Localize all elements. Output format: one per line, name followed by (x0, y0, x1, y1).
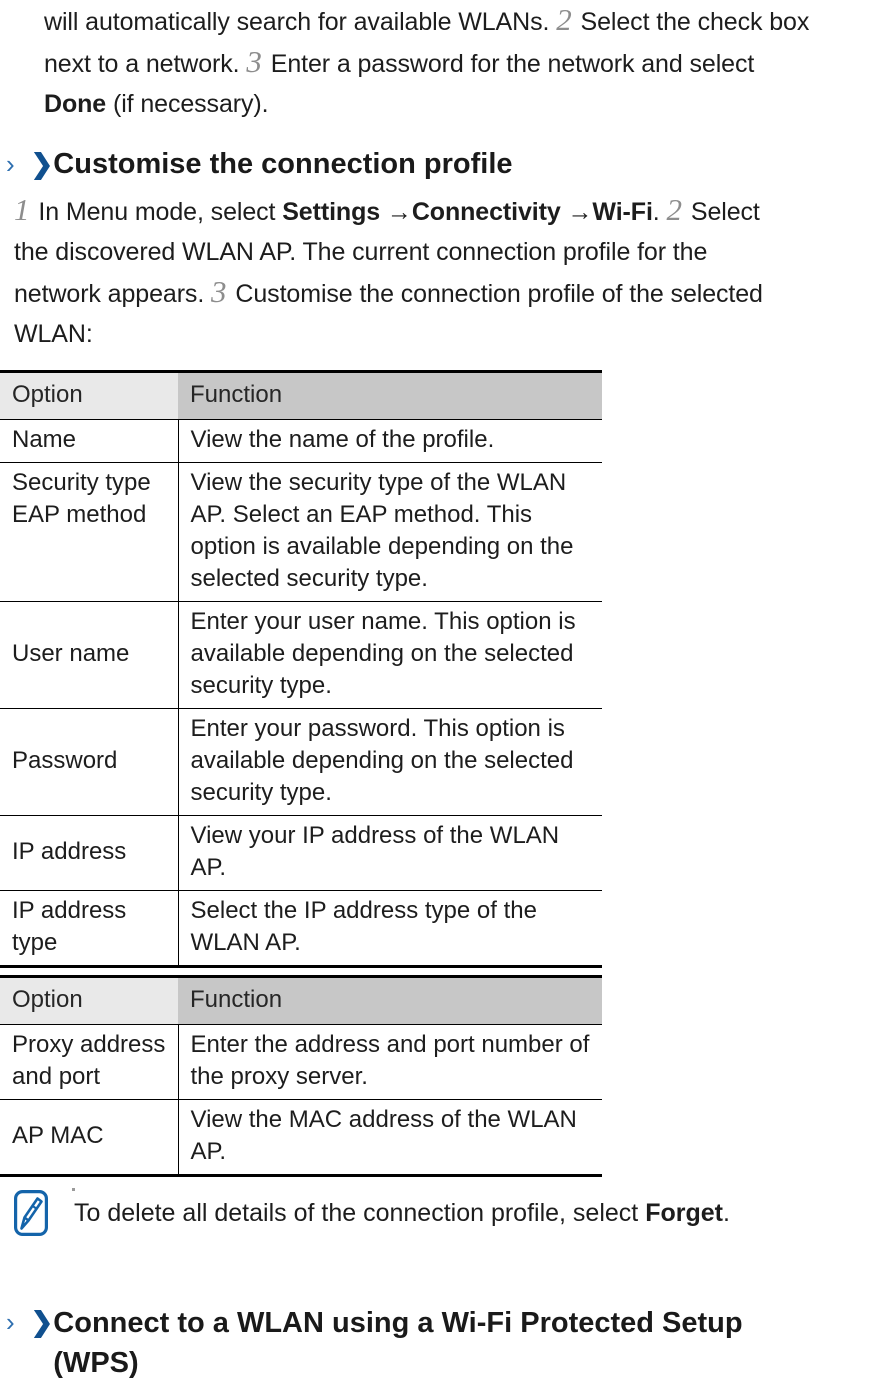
table-2-row-1-function: View the MAC address of the WLAN AP. (178, 1099, 602, 1177)
chevron-right-light-icon: › (6, 1307, 15, 1337)
table-1-header-option: Option (0, 370, 178, 420)
table-2-row-1-option: AP MAC (0, 1099, 179, 1177)
table-2-row-0-function: Enter the address and port number of the… (178, 1024, 602, 1100)
section-heading-label: Customise the connection profile (53, 148, 513, 180)
customise-line-1-text: In Menu mode, select (38, 198, 276, 226)
table-row: Proxy address and port Enter the address… (0, 1024, 602, 1100)
arrow-right-icon-1: → (386, 198, 412, 226)
connection-profile-options-table-1: Option Function Name View the name of th… (0, 370, 602, 968)
customise-line-1: 1 In Menu mode, select Settings →Connect… (14, 190, 874, 232)
intro-paragraph: will automatically search for available … (44, 0, 887, 124)
table-1-row-4-option: IP address (0, 815, 179, 891)
section-heading-customise-connection-profile: › ❯ Customise the connection profile (6, 145, 866, 183)
table-1-row-1-option: Security type EAP method (0, 462, 179, 602)
customise-line-3-text-a: network appears. (14, 280, 205, 308)
arrow-right-icon-2: → (567, 198, 593, 226)
table-row: Name View the name of the profile. (0, 419, 602, 463)
table-1-row-4-function: View your IP address of the WLAN AP. (178, 815, 602, 891)
wps-heading-line-1: Connect to a WLAN using a Wi-Fi Protecte… (53, 1307, 743, 1339)
intro-line-2-text-b: Enter a password for the network and sel… (270, 50, 755, 78)
section-heading-connect-wlan-wps: › ❯ Connect to a WLAN using a Wi-Fi Prot… (6, 1303, 886, 1383)
step-number-3: 3 (246, 44, 262, 79)
intro-line-1: will automatically search for available … (44, 0, 887, 42)
note-pen-icon (14, 1190, 48, 1236)
table-row: Password Enter your password. This optio… (0, 708, 602, 816)
table-1-row-3-function: Enter your password. This option is avai… (178, 708, 602, 816)
done-keyword: Done (44, 90, 107, 118)
customise-line-4: WLAN: (14, 320, 93, 348)
table-1-row-3-option: Password (0, 708, 179, 816)
table-1-header-function: Function (178, 370, 602, 420)
table-row: IP address type Select the IP address ty… (0, 890, 602, 968)
table-1-row-0-option: Name (0, 419, 179, 463)
table-1-row-5-function: Select the IP address type of the WLAN A… (178, 890, 602, 968)
chevron-right-light-icon: › (6, 149, 15, 179)
menu-wifi: Wi-Fi (592, 198, 653, 226)
step-number-2b: 2 (666, 192, 683, 227)
table-1-row-0-function: View the name of the profile. (178, 419, 602, 463)
intro-line-3-text: (if necessary). (112, 90, 269, 118)
intro-line-2-text-a: next to a network. (44, 50, 240, 78)
note-block: To delete all details of the connection … (14, 1190, 854, 1236)
table-row: Security type EAP method View the securi… (0, 462, 602, 602)
table-2-row-0-option: Proxy address and port (0, 1024, 179, 1100)
intro-line-1-text-b: Select the check box (580, 8, 810, 36)
intro-line-3: Done (if necessary). (44, 84, 887, 124)
forget-keyword: Forget (645, 1199, 723, 1227)
period-1: . (652, 198, 660, 226)
menu-settings: Settings (282, 198, 381, 226)
step-number-3b: 3 (211, 274, 227, 309)
note-text-b: . (722, 1199, 730, 1227)
table-1-header-row: Option Function (0, 370, 602, 420)
step-number-2: 2 (556, 2, 572, 37)
table-1-row-1-function: View the security type of the WLAN AP. S… (178, 462, 602, 602)
table-1-row-2-option: User name (0, 601, 179, 709)
customise-steps-paragraph: 1 In Menu mode, select Settings →Connect… (14, 190, 874, 354)
customise-line-2: the discovered WLAN AP. The current conn… (14, 238, 708, 266)
customise-line-3: network appears. 3 Customise the connect… (14, 272, 874, 314)
intro-line-2: next to a network. 3 Enter a password fo… (44, 42, 887, 84)
table-2-header-row: Option Function (0, 975, 602, 1025)
chevron-right-bold-icon: ❯ (30, 149, 54, 179)
table-2-header-option: Option (0, 975, 178, 1025)
menu-connectivity: Connectivity (411, 198, 561, 226)
note-text: To delete all details of the connection … (74, 1196, 730, 1230)
note-tick-mark (72, 1188, 75, 1191)
connection-profile-options-table-2: Option Function Proxy address and port E… (0, 975, 602, 1177)
table-row: IP address View your IP address of the W… (0, 815, 602, 891)
step-number-1: 1 (14, 192, 30, 227)
table-1-row-5-option: IP address type (0, 890, 179, 968)
chevron-right-bold-icon: ❯ (30, 1307, 54, 1337)
section-heading-wps-label: Connect to a WLAN using a Wi-Fi Protecte… (53, 1303, 886, 1383)
wps-heading-line-2: (WPS) (53, 1347, 139, 1379)
customise-line-3-text-b: Customise the connection profile of the … (235, 280, 763, 308)
note-text-a: To delete all details of the connection … (74, 1199, 639, 1227)
table-row: User name Enter your user name. This opt… (0, 601, 602, 709)
table-2-header-function: Function (178, 975, 602, 1025)
intro-line-1-text-a: will automatically search for available … (44, 8, 550, 36)
table-row: AP MAC View the MAC address of the WLAN … (0, 1099, 602, 1177)
table-1-row-2-function: Enter your user name. This option is ava… (178, 601, 602, 709)
customise-line-1-select: Select (690, 198, 760, 226)
